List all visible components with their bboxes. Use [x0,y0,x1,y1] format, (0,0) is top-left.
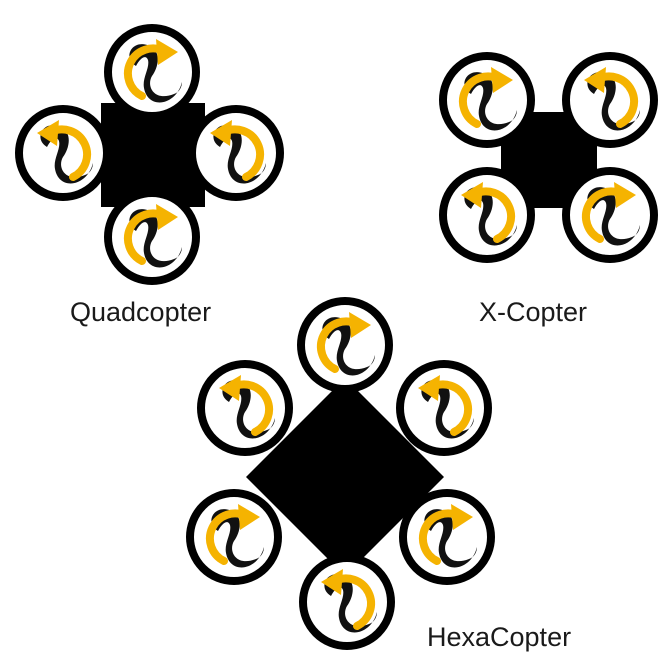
xcopter-bottom-right-rotor [562,167,658,263]
hexacopter-upper-right-rotor [396,360,492,456]
hexacopter-lower-left-rotor [186,489,282,585]
rotation-arrow-head [584,67,606,93]
rotation-arrow-icon [210,120,265,181]
rotation-arrow-head [349,312,371,338]
rotation-arrow-head [156,39,178,65]
xcopter-diagram [439,52,658,263]
quadcopter-left-rotor [15,105,111,201]
propeller-blade-icon [424,509,477,568]
xcopter-label: X-Copter [479,297,588,327]
rotation-arrow-arc [458,72,503,128]
rotation-arrow-head [219,375,241,401]
rotation-arrow-arc [331,574,376,630]
propeller-blade-icon [211,509,264,568]
rotation-arrow-head [238,504,260,530]
rotation-arrow-icon [219,375,274,436]
hexacopter-bottom-rotor [299,554,395,650]
rotation-arrow-icon [418,504,473,565]
hexacopter-lower-right-rotor [399,489,495,585]
rotation-arrow-head [37,120,59,146]
rotation-arrow-icon [584,67,639,128]
rotation-arrow-head [210,120,232,146]
rotation-arrow-arc [229,380,274,436]
rotation-arrow-arc [316,317,361,373]
quadcopter-label: Quadcopter [70,297,212,327]
xcopter-top-left-rotor [439,52,535,148]
xcopter-bottom-left-rotor [439,167,535,263]
quadcopter-diagram [15,24,284,285]
propeller-blade-icon [587,187,640,246]
xcopter-top-right-rotor [562,52,658,148]
rotation-arrow-icon [205,504,260,565]
propeller-blade-icon [322,317,375,376]
rotation-arrow-icon [458,67,513,128]
quadcopter-right-rotor [188,105,284,201]
rotation-arrow-icon [461,182,516,243]
propeller-blade-icon [129,44,182,103]
rotation-arrow-head [156,204,178,230]
rotation-arrow-head [614,182,636,208]
hexacopter-upper-left-rotor [197,360,293,456]
rotation-arrow-icon [418,375,473,436]
quadcopter-bottom-rotor [104,189,200,285]
rotation-arrow-arc [418,509,463,565]
rotation-arrow-arc [47,125,92,181]
rotation-arrow-head [451,504,473,530]
rotation-arrow-arc [205,509,250,565]
rotation-arrow-arc [428,380,473,436]
rotation-arrow-arc [123,44,168,100]
quadcopter-top-rotor [104,24,200,120]
hexacopter-top-rotor [297,297,393,393]
rotation-arrow-icon [123,204,178,265]
rotation-arrow-icon [316,312,371,373]
propeller-blade-icon [464,72,517,131]
rotation-arrow-head [461,182,483,208]
rotation-arrow-arc [123,209,168,265]
rotation-arrow-icon [37,120,92,181]
rotation-arrow-icon [123,39,178,100]
rotation-arrow-head [321,569,343,595]
rotation-arrow-icon [321,569,376,630]
rotation-arrow-arc [581,187,626,243]
rotation-arrow-icon [581,182,636,243]
hexacopter-diagram [186,297,495,650]
rotation-arrow-head [491,67,513,93]
rotation-arrow-arc [594,72,639,128]
rotation-arrow-head [418,375,440,401]
propeller-blade-icon [129,209,182,268]
rotation-arrow-arc [220,125,265,181]
hexacopter-label: HexaCopter [427,622,572,652]
rotation-arrow-arc [471,187,516,243]
hexacopter-frame [246,378,444,576]
